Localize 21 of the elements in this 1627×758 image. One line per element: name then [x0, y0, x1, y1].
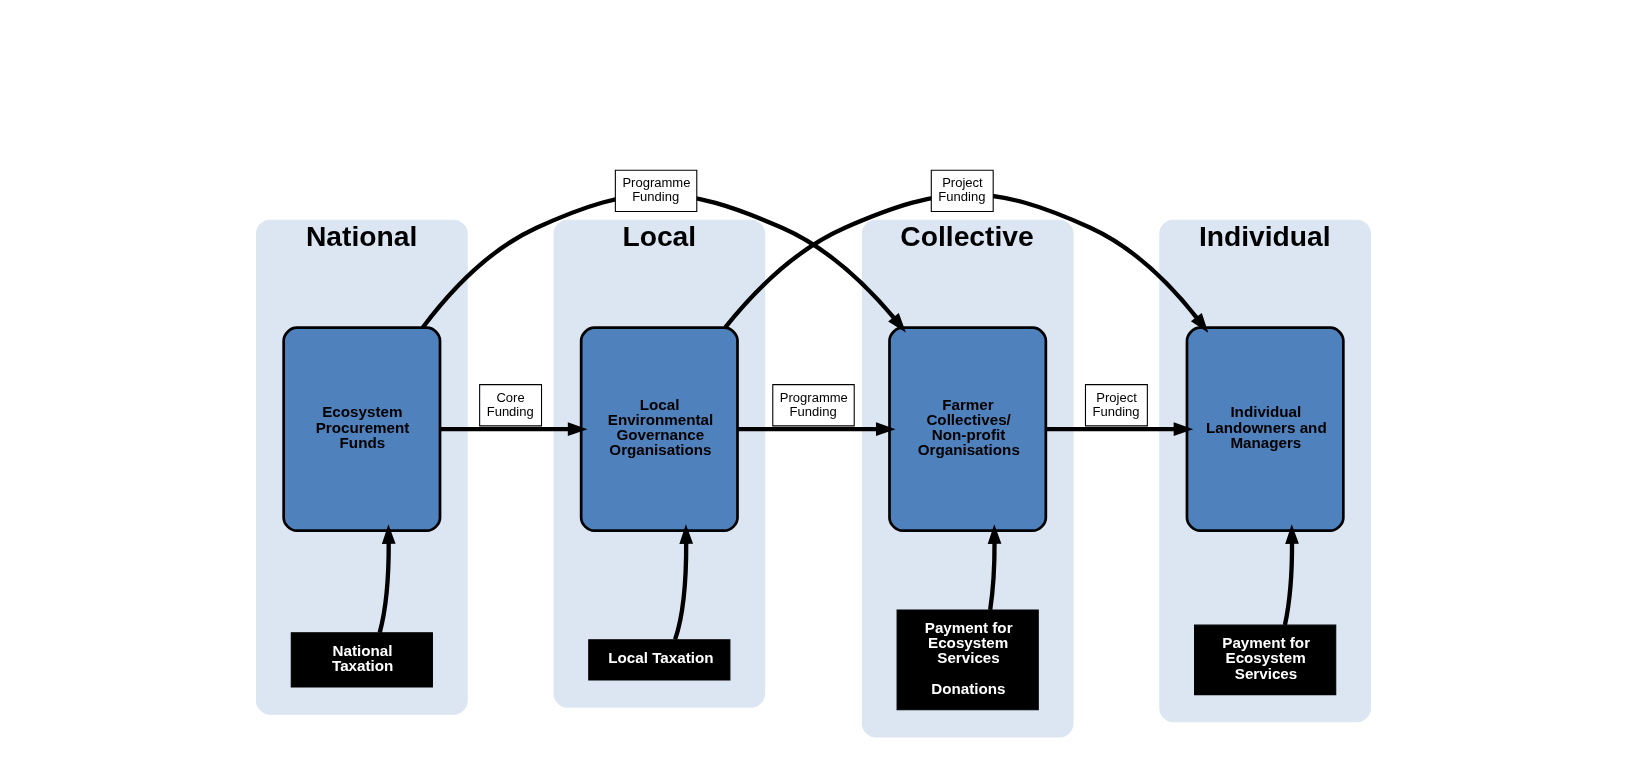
arrow [1282, 523, 1299, 625]
node-box: Local Taxation [588, 638, 731, 680]
edge-label: Programme Funding [622, 174, 691, 204]
edge-label: Programme Funding [779, 389, 848, 419]
arrow [987, 523, 1002, 610]
edge-label: Core Funding [486, 389, 534, 419]
edge-label: Project Funding [1092, 389, 1140, 419]
node-box: Individual Landowners and Managers [1185, 325, 1345, 532]
node-box: National Taxation [290, 631, 433, 688]
node-box: Payment for Ecosystem Services [1194, 624, 1337, 695]
node-box: Ecosystem Procurement Funds [282, 325, 442, 532]
edge-label: Project Funding [938, 174, 986, 204]
arrow [1046, 421, 1194, 436]
arrow [737, 421, 896, 436]
arrow [377, 523, 396, 633]
node-box: Payment for Ecosystem Services Donations [896, 608, 1039, 710]
arrow [723, 191, 1209, 333]
node-box: Local Environmental Governance Organisations [579, 325, 739, 532]
arrow [673, 523, 694, 640]
node-box: Farmer Collectives/ Non-profit Organisations [888, 325, 1048, 532]
arrow [440, 421, 588, 436]
